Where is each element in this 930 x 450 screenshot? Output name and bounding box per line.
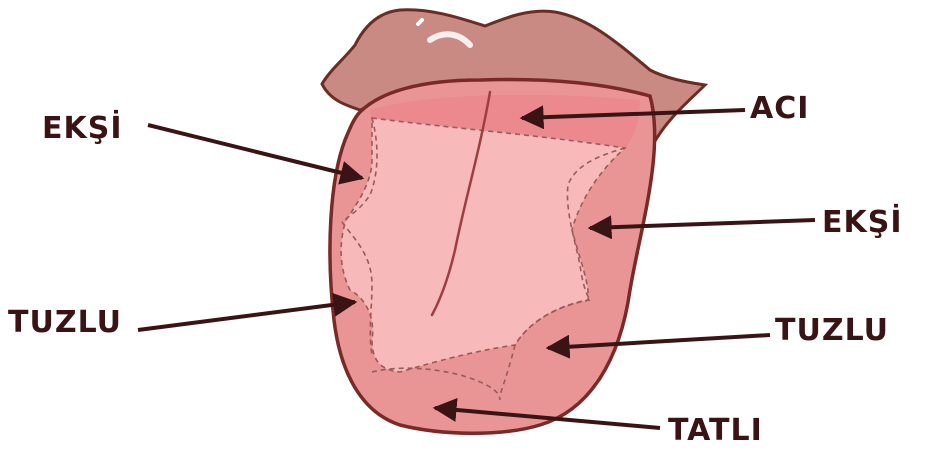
label-sour-left: EKŞİ [42, 110, 123, 146]
label-bitter: ACI [750, 91, 809, 126]
arrow-salty-left [138, 302, 355, 330]
lip-highlight-small [418, 20, 422, 24]
label-salty-right: TUZLU [775, 313, 889, 348]
arrow-sour-left [148, 125, 362, 178]
label-salty-left: TUZLU [8, 305, 122, 340]
label-sweet: TATLI [668, 413, 763, 448]
label-sour-right: EKŞİ [822, 204, 903, 240]
